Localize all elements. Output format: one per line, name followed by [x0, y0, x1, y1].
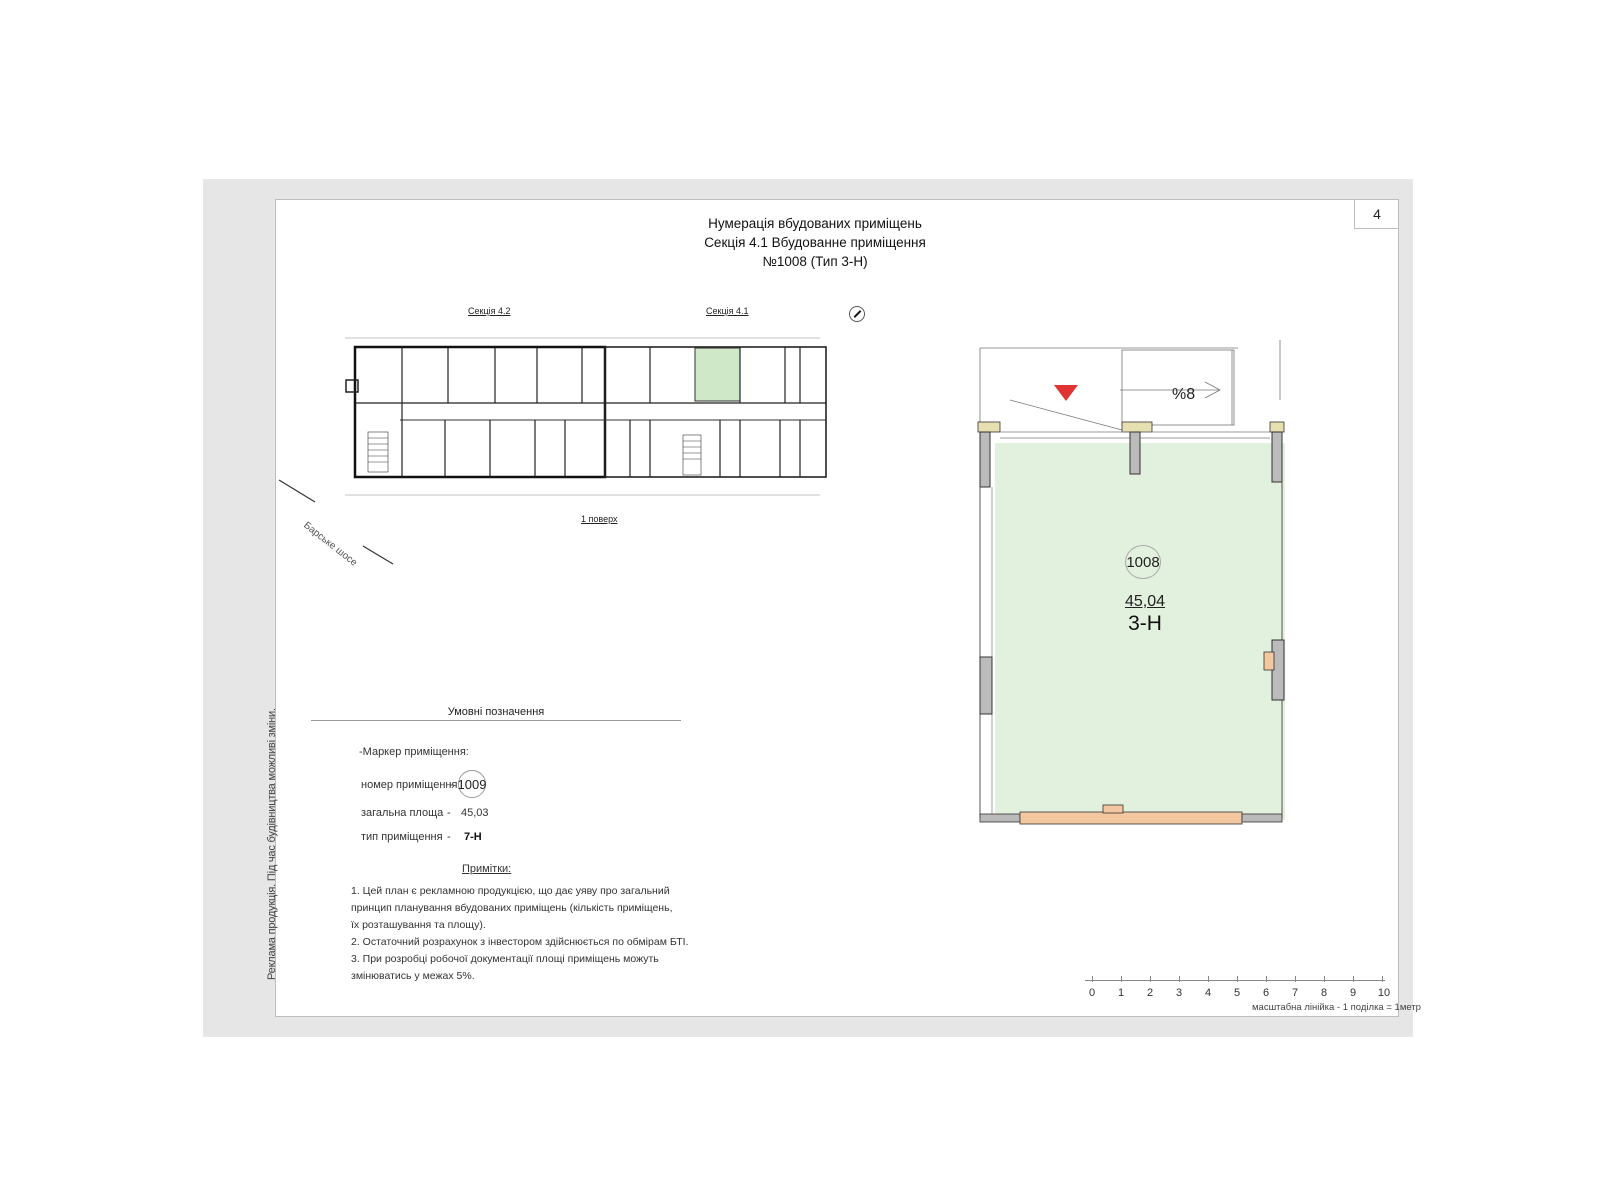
legend-row-dash: - — [447, 807, 451, 819]
scale-label: 4 — [1204, 987, 1212, 999]
scale-label: 1 — [1117, 987, 1125, 999]
page-number: 4 — [1354, 199, 1399, 229]
unit-number-marker: 1008 — [1125, 545, 1161, 579]
note-line: їх розташування та площу). — [351, 919, 486, 931]
room-marker-example: 1009 — [458, 770, 486, 798]
scale-label: 5 — [1233, 987, 1241, 999]
notes-title: Примітки: — [462, 863, 512, 875]
scale-label: 0 — [1088, 987, 1096, 999]
legend-row-label: загальна площа — [361, 807, 444, 819]
notes-list: 1. Цей план є рекламною продукцією, що д… — [351, 883, 689, 985]
legend-title: Умовні позначення — [447, 706, 545, 718]
legend-row-dash: - — [450, 779, 454, 791]
scale-caption: масштабна лінійка - 1 поділка = 1метр — [1252, 1002, 1421, 1013]
title-line-3: №1008 (Тип 3-Н) — [762, 254, 868, 269]
scale-label: 3 — [1175, 987, 1183, 999]
entrance-marker-icon — [1054, 385, 1078, 401]
slope-label: %8 — [1172, 386, 1196, 403]
note-line: 3. При розробці робочої документації пло… — [351, 953, 659, 965]
legend-row-dash: - — [447, 831, 451, 843]
title-line-2: Секція 4.1 Вбудованне приміщення — [704, 235, 926, 250]
section-label-4-1: Секція 4.1 — [706, 306, 749, 316]
unit-plan-drawing — [977, 340, 1285, 825]
legend-row-value: 7-Н — [464, 831, 482, 843]
scale-tick — [1353, 976, 1354, 982]
north-arrow-icon — [849, 306, 865, 322]
scale-tick — [1382, 976, 1383, 982]
scale-label: 7 — [1291, 987, 1299, 999]
legend-marker-label: -Маркер приміщення: — [359, 746, 469, 758]
scale-tick — [1150, 976, 1151, 982]
scale-label: 2 — [1146, 987, 1154, 999]
note-line: змінюватись у межах 5%. — [351, 970, 475, 982]
unit-floor-area — [995, 443, 1285, 820]
scale-tick — [1208, 976, 1209, 982]
street-arrows — [278, 479, 394, 565]
note-line: принцип планування вбудованих приміщень … — [351, 902, 673, 914]
scale-label: 9 — [1349, 987, 1357, 999]
scale-tick — [1295, 976, 1296, 982]
page-title: Нумерація вбудованих приміщень Секція 4.… — [640, 214, 990, 271]
scale-tick — [1324, 976, 1325, 982]
unit-type: 3-Н — [1128, 612, 1162, 635]
scale-label: 10 — [1377, 987, 1391, 999]
scale-tick — [1121, 976, 1122, 982]
disclaimer-vertical-text: Реклама продукція. Під час будівництва м… — [266, 708, 278, 980]
overall-floor-plan — [345, 337, 827, 496]
note-line: 1. Цей план є рекламною продукцією, що д… — [351, 885, 670, 897]
scale-tick — [1179, 976, 1180, 982]
unit-area: 45,04 — [1124, 593, 1166, 610]
scale-bar — [1085, 980, 1385, 981]
legend-divider — [311, 720, 681, 721]
legend-row-value: 45,03 — [461, 807, 489, 819]
scale-label: 6 — [1262, 987, 1270, 999]
legend-row-label: номер приміщення — [361, 779, 458, 791]
scale-tick — [1092, 976, 1093, 982]
scale-tick — [1266, 976, 1267, 982]
scale-label: 8 — [1320, 987, 1328, 999]
section-label-4-2: Секція 4.2 — [468, 306, 511, 316]
legend-row-label: тип приміщення — [361, 831, 443, 843]
note-line: 2. Остаточний розрахунок з інвестором зд… — [351, 936, 689, 948]
floor-label: 1 поверх — [581, 514, 618, 524]
title-line-1: Нумерація вбудованих приміщень — [708, 216, 922, 231]
scale-tick — [1237, 976, 1238, 982]
